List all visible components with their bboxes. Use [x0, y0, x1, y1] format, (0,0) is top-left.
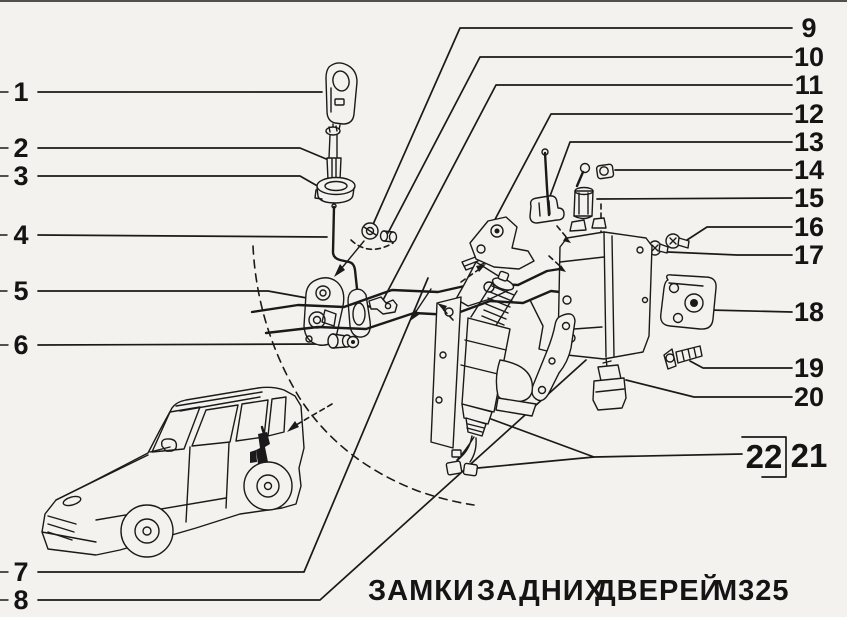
part-1-lock-button	[325, 62, 358, 131]
leader-11	[381, 84, 793, 303]
callout-21: 21	[791, 437, 828, 474]
callout-13: 13	[794, 127, 824, 157]
callout-6: 6	[13, 330, 28, 360]
car-mirror	[160, 438, 178, 452]
leader-17	[667, 251, 793, 256]
zoom-circle-arc	[252, 245, 475, 506]
car-sketch	[41, 386, 305, 558]
car-front-wheel-hub	[142, 526, 152, 536]
leader-9	[370, 27, 793, 230]
car-front-window	[191, 404, 239, 447]
callout-11: 11	[795, 70, 824, 100]
car-rear-wheel-hub	[263, 481, 273, 491]
leader-lines	[0, 27, 793, 601]
callout-5: 5	[13, 276, 28, 306]
part-18-striker	[660, 274, 717, 330]
part-11-clip	[368, 296, 398, 315]
part-3-grommet	[314, 176, 356, 204]
leader-8	[37, 359, 587, 601]
caption-word-4: М325	[713, 575, 790, 607]
leader-3	[37, 175, 322, 189]
lock-body	[455, 216, 653, 360]
callout-18: 18	[794, 297, 824, 327]
leader-6	[37, 343, 331, 346]
assembly-arrows	[287, 225, 571, 432]
leader-12	[473, 113, 793, 260]
small-arc	[350, 239, 394, 251]
car-quarter-window	[267, 396, 287, 437]
callout-17: 17	[794, 240, 824, 270]
leader-18	[708, 309, 793, 313]
car-lock-mark-stem	[260, 425, 266, 436]
leader-2	[37, 147, 332, 162]
leader-4	[37, 234, 328, 238]
callout-20: 20	[794, 382, 824, 412]
car-front-wheel	[120, 504, 174, 558]
mounting-bracket	[531, 313, 576, 402]
car-lock-mark	[256, 432, 270, 464]
car-front-wheel-rim	[134, 518, 160, 544]
leader-7	[37, 277, 429, 573]
leader-15	[596, 197, 793, 200]
caption-word-2: ЗАДНИХ	[477, 575, 605, 607]
callout-4: 4	[13, 220, 28, 250]
callout-9: 9	[801, 13, 816, 43]
callout-16: 16	[794, 212, 824, 242]
callout-15: 15	[794, 183, 824, 213]
part-16-screw	[665, 233, 690, 249]
callout-3: 3	[13, 161, 28, 191]
callout-22: 22	[746, 438, 783, 475]
callout-1: 1	[13, 77, 28, 107]
left-edge-ticks	[0, 91, 9, 601]
actuator-mount-plate	[430, 296, 462, 449]
callout-7: 7	[13, 557, 28, 587]
part-14-nut	[595, 163, 615, 180]
locator-arcs	[252, 239, 475, 506]
leader-22b	[477, 456, 595, 469]
part-19-screw	[663, 345, 703, 370]
leader-13	[545, 141, 793, 208]
callout-numbers: 1 2 3 4 5 6 7 8 9 10 11 12 13 14 15 16 1…	[13, 13, 827, 615]
callout-8: 8	[13, 585, 28, 615]
part-20-switch	[592, 348, 627, 411]
caption: ЗАМКИ ЗАДНИХ ДВЕРЕЙ М325	[368, 573, 790, 607]
car-rear-wheel-rim	[256, 474, 280, 498]
car-lock-mark-2	[250, 450, 257, 463]
leader-22a	[490, 418, 743, 458]
leader-16	[686, 226, 793, 241]
lock-rods	[250, 264, 581, 335]
car-rear-window	[235, 399, 269, 442]
actuator-motor-pod	[495, 359, 534, 403]
leader-5	[37, 290, 308, 299]
part-2-rod-tip	[325, 125, 342, 181]
callout-22-box	[741, 436, 787, 478]
leader-20	[625, 379, 793, 398]
car-bumper-line	[41, 531, 97, 543]
actuator-assembly	[430, 270, 537, 477]
leader-19	[689, 360, 793, 369]
car-headlamp	[62, 495, 82, 507]
car-rear-wheel	[243, 461, 293, 511]
caption-word-3: ДВЕРЕЙ	[595, 573, 721, 607]
callout-19: 19	[794, 353, 824, 383]
caption-word-1: ЗАМКИ	[368, 575, 475, 607]
callout-14: 14	[794, 155, 824, 185]
car-wiper	[149, 446, 171, 453]
part-5-inner-lever	[303, 277, 372, 349]
actuator-connector-1	[445, 460, 463, 476]
actuator-connector-2	[462, 462, 479, 477]
callout-12: 12	[794, 99, 824, 129]
part-9-10-fasteners	[361, 222, 398, 243]
actuator-connector-3	[451, 449, 462, 458]
leader-10	[387, 56, 793, 234]
callout-2: 2	[13, 133, 28, 163]
callout-10: 10	[794, 42, 824, 72]
